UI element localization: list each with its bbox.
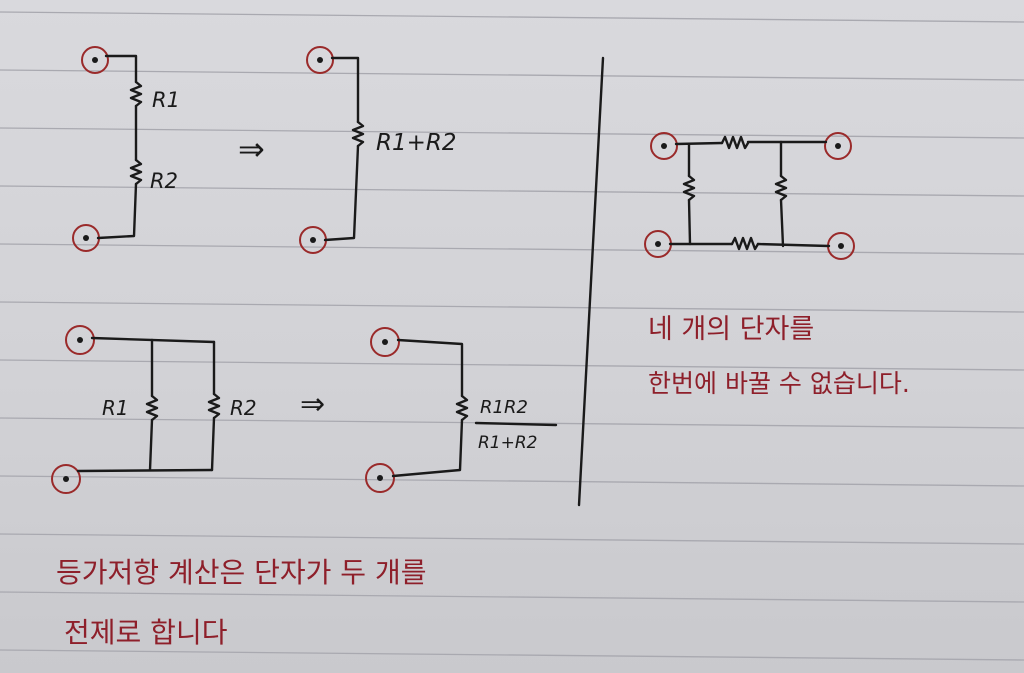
resistor-bottom <box>730 236 760 251</box>
resistor-r1 <box>145 394 159 422</box>
section-divider <box>577 56 605 507</box>
four-terminal-circuit <box>644 132 855 260</box>
wire <box>210 416 216 472</box>
bottom-note-line2: 전제로 합니다 <box>64 616 227 649</box>
resistor-r2 <box>207 392 221 420</box>
resistor-r2 <box>129 158 143 186</box>
terminal-top <box>81 46 109 74</box>
bridge-note-line1: 네 개의 단자를 <box>648 314 814 345</box>
terminal-bottom <box>51 464 81 494</box>
fraction-numerator: R1R2 <box>480 397 528 418</box>
ruled-lines <box>0 11 1024 661</box>
wire <box>391 418 464 478</box>
resistor-r1 <box>129 80 143 108</box>
fraction-bar <box>474 421 558 427</box>
wire <box>756 242 831 248</box>
resistor-right <box>774 174 788 202</box>
terminal-top-right <box>824 132 852 160</box>
resistor-top <box>720 135 750 150</box>
equivalent-label: R1+R2 <box>376 130 457 156</box>
terminal-top <box>306 46 334 74</box>
wire <box>76 468 214 473</box>
wire <box>396 338 464 398</box>
wire <box>104 54 138 84</box>
terminal-bottom <box>365 463 395 493</box>
wire <box>323 144 360 242</box>
r2-label: R2 <box>230 396 257 420</box>
resistor-equivalent <box>455 394 469 422</box>
wire <box>96 182 138 240</box>
resistor-equivalent <box>351 120 365 148</box>
arrow: ⇒ <box>300 387 325 422</box>
terminal-top <box>65 325 95 355</box>
wire <box>674 141 724 146</box>
terminal-top-left <box>650 132 678 160</box>
wire <box>330 56 360 124</box>
resistor-left <box>682 174 696 202</box>
arrow: ⇒ <box>238 130 265 168</box>
fraction-denominator: R1+R2 <box>478 433 538 453</box>
bottom-note-line1: 등가저항 계산은 단자가 두 개를 <box>56 556 426 589</box>
series-circuit: R1 R2 ⇒ R1+R2 <box>72 46 457 254</box>
r1-label: R1 <box>102 396 129 420</box>
wire <box>148 418 154 472</box>
wire <box>779 198 785 248</box>
wire <box>687 198 692 246</box>
r1-label: R1 <box>152 88 180 112</box>
parallel-circuit: R1 R2 ⇒ R1R2 R1+R2 <box>51 325 558 494</box>
terminal-top <box>370 327 400 357</box>
r2-label: R2 <box>150 169 178 193</box>
bridge-note-line2: 한번에 바꿀 수 없습니다. <box>648 369 910 398</box>
